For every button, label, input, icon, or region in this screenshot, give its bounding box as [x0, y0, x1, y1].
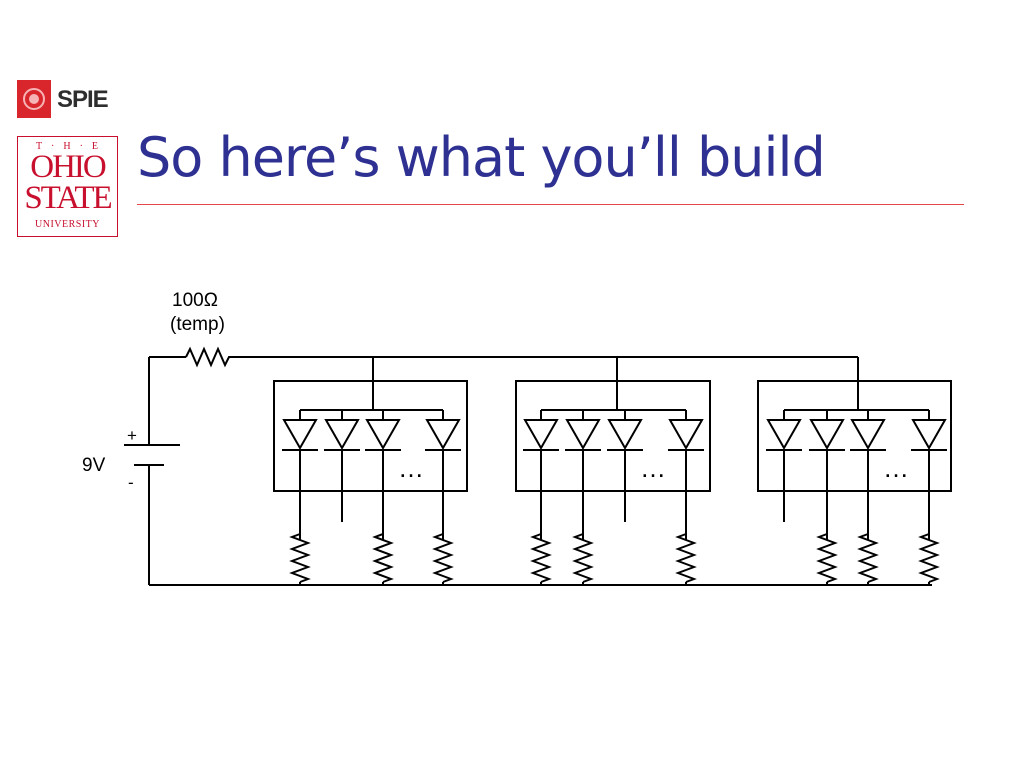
resistor-note-label: (temp) — [170, 314, 225, 335]
led-diode — [606, 419, 644, 451]
led-resistor — [859, 533, 877, 583]
title-divider — [137, 204, 964, 205]
osu-logo-ohio: OHIO — [30, 149, 106, 185]
led-resistor — [374, 533, 392, 583]
spie-badge-icon — [17, 80, 51, 118]
led-resistor — [291, 533, 309, 583]
led-diode — [910, 419, 948, 451]
led-diode — [323, 419, 361, 451]
led-resistor — [434, 533, 452, 583]
circuit-wires — [148, 356, 932, 586]
led-resistor — [818, 533, 836, 583]
resistor-value-label: 100Ω — [172, 290, 218, 311]
led-diode — [522, 419, 560, 451]
led-resistor — [677, 533, 695, 583]
battery-symbol — [124, 444, 180, 466]
osu-logo-state: STATE — [24, 180, 112, 216]
ohio-state-logo: T·H·E OHIO STATE UNIVERSITY — [17, 136, 118, 237]
ellipsis-label: … — [640, 453, 666, 483]
osu-logo-the: T·H·E — [35, 141, 108, 152]
slide-title: So here’s what you’ll build — [137, 126, 826, 189]
led-resistor — [574, 533, 592, 583]
led-diode — [281, 419, 319, 451]
led-resistor — [532, 533, 550, 583]
led-diode — [564, 419, 602, 451]
led-diode — [667, 419, 705, 451]
ellipsis-label: … — [398, 453, 424, 483]
led-diode — [424, 419, 462, 451]
led-group-box — [273, 380, 468, 492]
spie-logo-text: SPIE — [57, 86, 109, 113]
led-diode — [765, 419, 803, 451]
osu-logo-university: UNIVERSITY — [35, 219, 100, 230]
ellipsis-label: … — [883, 453, 909, 483]
battery-voltage-label: 9V — [82, 455, 106, 476]
battery-plus-label: + — [127, 426, 137, 445]
series-resistor — [185, 346, 232, 368]
battery-minus-label: - — [128, 473, 134, 492]
led-group-box — [515, 380, 711, 492]
spie-logo: SPIE — [17, 80, 117, 120]
led-diode — [808, 419, 846, 451]
circuit-diagram: 100Ω (temp) 9V + - … … … — [82, 290, 952, 586]
led-diode — [849, 419, 887, 451]
led-resistor — [920, 533, 938, 583]
led-diode — [364, 419, 402, 451]
led-group-box — [757, 380, 952, 492]
